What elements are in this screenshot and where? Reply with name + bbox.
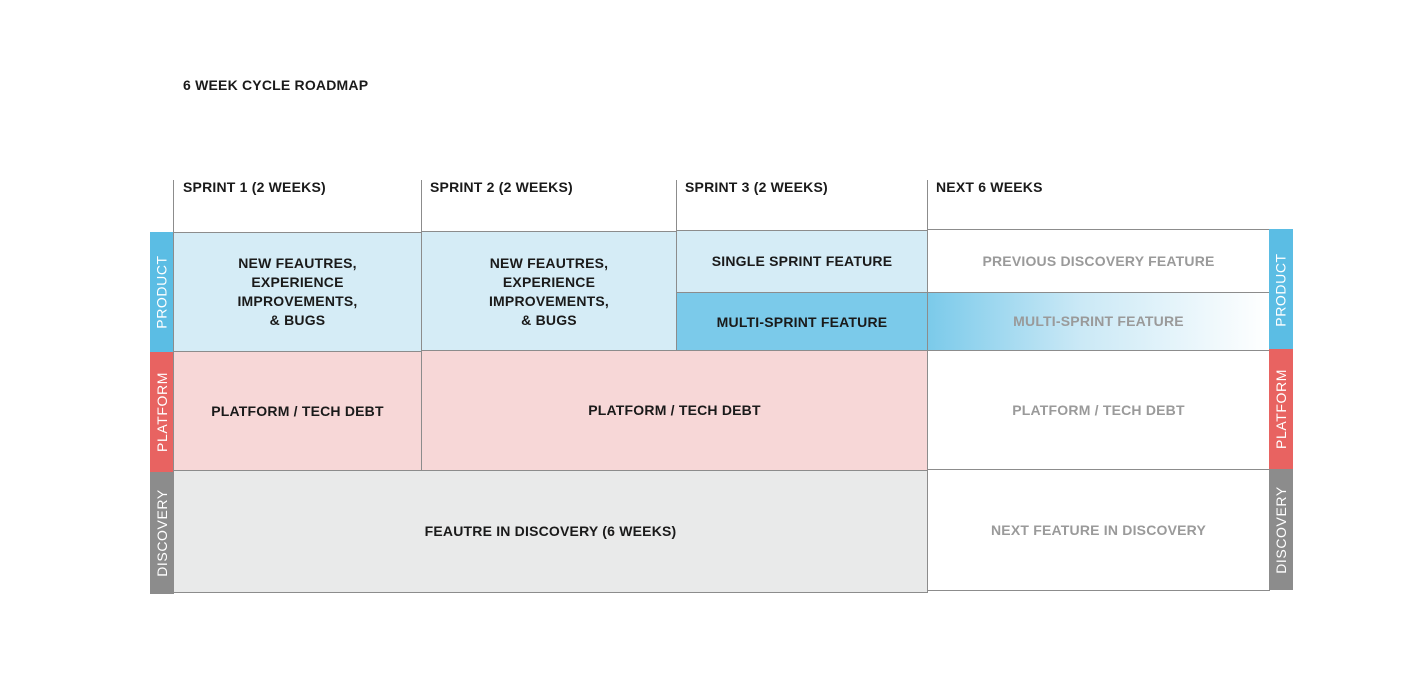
row-label-platform-left: PLATFORM bbox=[150, 352, 174, 472]
page-title: 6 WEEK CYCLE ROADMAP bbox=[183, 77, 369, 93]
row-label-text: PRODUCT bbox=[1273, 252, 1290, 327]
column-divider bbox=[421, 180, 422, 232]
platform-sprint-2-3-cell: PLATFORM / TECH DEBT bbox=[421, 350, 928, 471]
next-multi-sprint-feature-cell: MULTI-SPRINT FEATURE bbox=[927, 292, 1270, 351]
next-discovery-cell: NEXT FEATURE IN DISCOVERY bbox=[927, 469, 1270, 591]
discovery-sprints-cell: FEAUTRE IN DISCOVERY (6 WEEKS) bbox=[173, 470, 928, 593]
row-label-product-right: PRODUCT bbox=[1269, 229, 1293, 350]
column-divider bbox=[927, 180, 928, 230]
cell-text: MULTI-SPRINT FEATURE bbox=[716, 313, 888, 330]
row-label-text: DISCOVERY bbox=[154, 489, 171, 577]
row-label-text: PLATFORM bbox=[154, 372, 170, 452]
platform-sprint-1-cell: PLATFORM / TECH DEBT bbox=[173, 351, 422, 472]
single-sprint-feature-cell: SINGLE SPRINT FEATURE bbox=[676, 230, 928, 293]
cell-text: PLATFORM / TECH DEBT bbox=[1012, 401, 1185, 418]
cell-text: NEXT FEATURE IN DISCOVERY bbox=[990, 521, 1207, 538]
column-header-sprint-3: SPRINT 3 (2 WEEKS) bbox=[685, 179, 828, 195]
previous-discovery-feature-cell: PREVIOUS DISCOVERY FEATURE bbox=[927, 229, 1270, 293]
row-label-text: PLATFORM bbox=[1273, 369, 1289, 449]
row-label-platform-right: PLATFORM bbox=[1269, 349, 1293, 469]
cell-text: PLATFORM / TECH DEBT bbox=[211, 403, 384, 419]
row-label-text: DISCOVERY bbox=[1273, 485, 1290, 574]
row-label-text: PRODUCT bbox=[154, 255, 171, 329]
product-sprint-1-cell: NEW FEAUTRES, EXPERIENCE IMPROVEMENTS, &… bbox=[173, 232, 422, 352]
cell-text: NEW FEAUTRES, EXPERIENCE IMPROVEMENTS, &… bbox=[237, 255, 358, 328]
multi-sprint-feature-cell: MULTI-SPRINT FEATURE bbox=[676, 292, 928, 352]
row-label-product-left: PRODUCT bbox=[150, 232, 174, 352]
cell-text: SINGLE SPRINT FEATURE bbox=[711, 253, 893, 269]
cell-text: PREVIOUS DISCOVERY FEATURE bbox=[982, 252, 1215, 269]
column-header-sprint-1: SPRINT 1 (2 WEEKS) bbox=[183, 179, 326, 195]
cell-text: NEW FEAUTRES, EXPERIENCE IMPROVEMENTS, &… bbox=[488, 254, 610, 328]
column-header-sprint-2: SPRINT 2 (2 WEEKS) bbox=[430, 179, 573, 195]
column-header-next-6-weeks: NEXT 6 WEEKS bbox=[936, 179, 1043, 195]
column-divider bbox=[173, 180, 174, 232]
cell-text: PLATFORM / TECH DEBT bbox=[588, 402, 761, 418]
row-label-discovery-right: DISCOVERY bbox=[1269, 469, 1293, 590]
cell-text: FEAUTRE IN DISCOVERY (6 WEEKS) bbox=[424, 523, 677, 539]
product-sprint-2-cell: NEW FEAUTRES, EXPERIENCE IMPROVEMENTS, &… bbox=[421, 231, 677, 352]
next-platform-cell: PLATFORM / TECH DEBT bbox=[927, 350, 1270, 470]
column-divider bbox=[676, 180, 677, 232]
row-label-discovery-left: DISCOVERY bbox=[150, 472, 174, 594]
cell-text: MULTI-SPRINT FEATURE bbox=[1013, 313, 1184, 329]
